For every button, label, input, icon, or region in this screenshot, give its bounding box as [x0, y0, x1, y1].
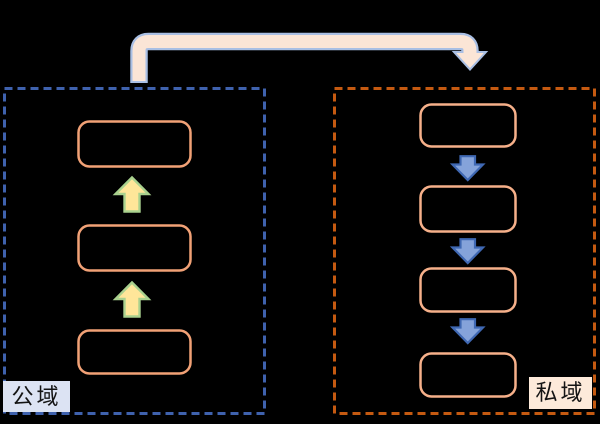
private-node-4 [419, 352, 517, 398]
private-node-1 [419, 103, 517, 148]
private-node-2 [419, 185, 517, 233]
up-arrow-icon [112, 175, 152, 213]
up-arrow-icon [112, 280, 152, 318]
down-arrow-icon [449, 155, 486, 182]
public-node-2 [77, 224, 192, 272]
top-connector-fill [132, 35, 477, 81]
private-domain-label: 私域 [529, 377, 592, 409]
public-domain-label: 公域 [3, 381, 70, 412]
public-node-1 [77, 120, 192, 168]
private-node-3 [419, 267, 517, 313]
top-connector-arrow [130, 32, 489, 83]
public-domain-box [3, 87, 266, 415]
top-connector-arrowhead [451, 51, 489, 71]
private-domain-box [333, 87, 596, 415]
down-arrow-icon [449, 238, 486, 265]
down-arrow-icon [449, 318, 486, 345]
public-node-3 [77, 329, 192, 375]
